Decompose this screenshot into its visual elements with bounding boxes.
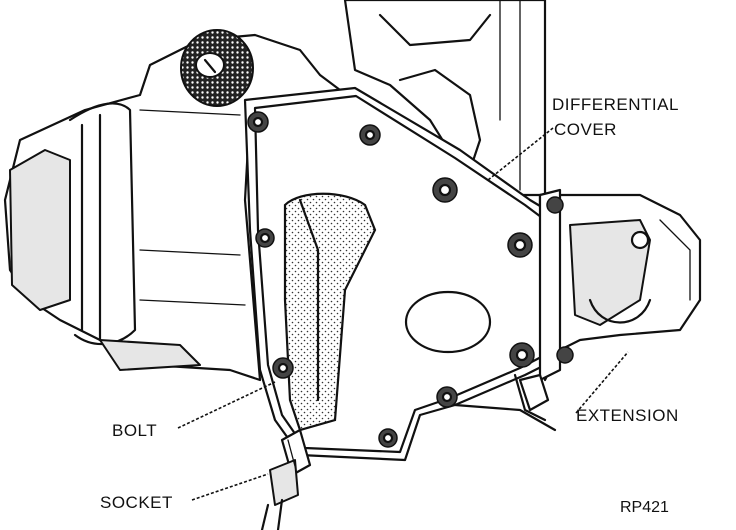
socket-tool	[260, 428, 312, 530]
transaxle-housing-left	[3, 33, 342, 382]
cover-bolts	[247, 111, 574, 448]
cover-pocket	[283, 192, 377, 432]
lower-housing	[453, 373, 557, 432]
knurled-gear	[180, 29, 254, 107]
label-extension: EXTENSION	[576, 406, 679, 425]
leader-lines	[177, 127, 629, 501]
label-bolt: BOLT	[112, 421, 157, 440]
figure-code: RP421	[620, 499, 669, 516]
extension-housing	[538, 193, 702, 382]
label-cover: COVER	[554, 120, 617, 139]
cover-opening	[404, 290, 492, 354]
label-socket: SOCKET	[100, 493, 173, 512]
label-differential: DIFFERENTIAL	[552, 95, 679, 114]
